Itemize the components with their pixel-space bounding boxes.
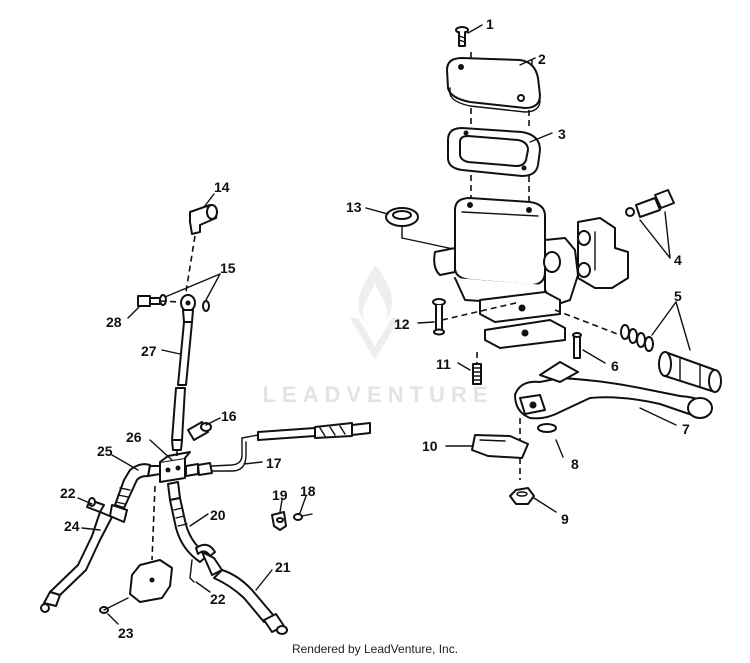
part-7-brake-lever [514, 361, 713, 420]
callout-15: 15 [220, 260, 236, 276]
master-cylinder-body [433, 197, 579, 349]
callout-23: 23 [118, 625, 134, 641]
callout-22-right: 22 [210, 591, 226, 607]
render-credit: Rendered by LeadVenture, Inc. [291, 642, 459, 656]
part-10-lever-bracket [471, 434, 529, 459]
part-16-line-fitting [187, 421, 212, 441]
part-25-brake-hose [109, 463, 161, 523]
part-2-reservoir-cover [446, 57, 541, 113]
callout-14: 14 [214, 179, 230, 195]
part-19-line-clip [271, 511, 287, 531]
part-5-piston-assembly [554, 309, 722, 393]
watermark-text: LEADVENTURE [262, 382, 493, 407]
part-4-clamp-bolts [625, 189, 675, 218]
part-22-hose-fitting [86, 497, 105, 513]
callout-3: 3 [558, 126, 566, 142]
leadventure-watermark-logo [350, 265, 400, 360]
callout-12: 12 [394, 316, 410, 332]
part-9-lever-nut [509, 487, 535, 505]
callout-9: 9 [561, 511, 569, 527]
part-18-clip-screw [293, 513, 313, 521]
callout-7: 7 [682, 421, 690, 437]
callout-13: 13 [346, 199, 362, 215]
callout-6: 6 [611, 358, 619, 374]
callout-2: 2 [538, 51, 546, 67]
callout-22-left: 22 [60, 485, 76, 501]
callout-10: 10 [422, 438, 438, 454]
callout-24: 24 [64, 518, 80, 534]
callout-5: 5 [674, 288, 682, 304]
part-17-line-end [257, 422, 371, 441]
part-21-brake-hose [201, 551, 288, 635]
part-8-washer [537, 423, 557, 433]
part-3-reservoir-gasket [447, 127, 541, 177]
part-6-lever-pin [572, 332, 582, 359]
part-22-hose-clip [189, 543, 216, 583]
part-20-brake-hose [167, 481, 209, 563]
callout-27: 27 [141, 343, 157, 359]
callout-17: 17 [266, 455, 282, 471]
part-23-mounting-plate [129, 559, 173, 603]
part-28-banjo-bolt [137, 295, 161, 307]
part-12-pivot-bolt [432, 298, 446, 336]
callout-26: 26 [126, 429, 142, 445]
callout-4: 4 [674, 252, 682, 268]
callout-20: 20 [210, 507, 226, 523]
part-27-brake-line [171, 321, 193, 451]
callout-8: 8 [571, 456, 579, 472]
part-14-tee-fitting [189, 204, 218, 235]
part-26-junction-block [159, 451, 191, 483]
callout-28: 28 [106, 314, 122, 330]
callout-16: 16 [221, 408, 237, 424]
part-23-bolt [99, 597, 129, 614]
callout-19: 19 [272, 487, 288, 503]
callout-1: 1 [486, 16, 494, 32]
part-11-pivot-nut [472, 363, 482, 385]
part-4-handlebar-clamp [577, 217, 629, 289]
callout-11: 11 [436, 356, 451, 372]
callout-21: 21 [275, 559, 291, 575]
part-1-cover-screw [455, 26, 469, 47]
part-13-diaphragm [385, 207, 419, 227]
callout-25: 25 [97, 443, 113, 459]
callout-18: 18 [300, 483, 316, 499]
part-27-banjo-end [180, 294, 196, 323]
part-17-brake-line [185, 434, 259, 477]
part-24-brake-hose [40, 511, 113, 613]
